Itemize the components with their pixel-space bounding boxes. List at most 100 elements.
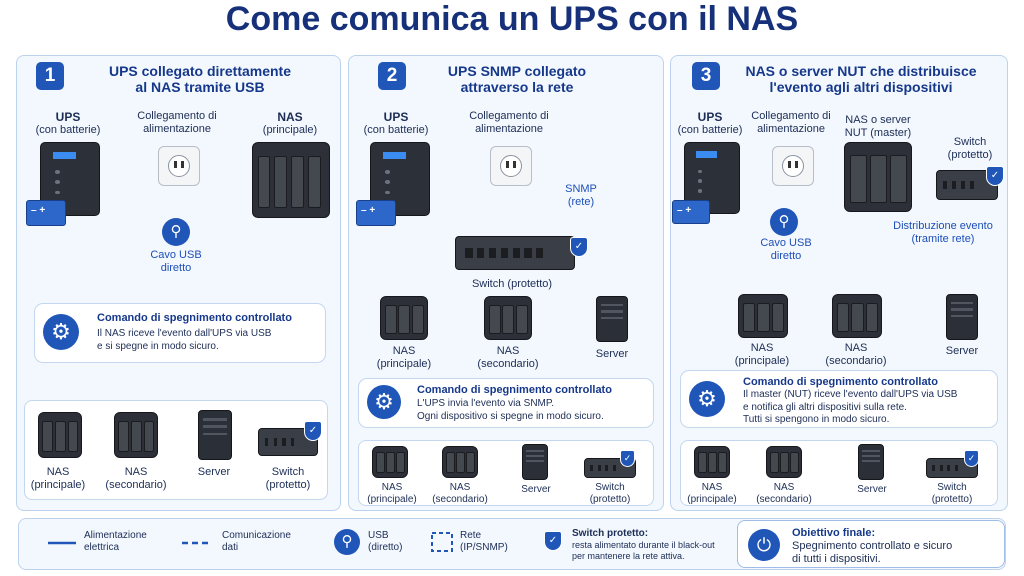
device-label: Switch [595, 482, 625, 493]
legend-net-sub: (IP/SNMP) [460, 542, 508, 553]
nas-primary-icon [38, 412, 82, 458]
cmd-text-3: Tutti si spengono in modo sicuro. [743, 414, 890, 425]
shield-icon: ✓ [620, 450, 635, 467]
device-label: NAS [496, 345, 520, 357]
gear-icon: ⚙ [367, 385, 401, 419]
usb-label: Cavo USB [760, 237, 812, 249]
cmd-title: Comando di spegnimento controllato [97, 312, 292, 324]
legend-data-sub: dati [222, 542, 239, 553]
device-label: NAS [773, 482, 795, 493]
usb-label-2: diretto [160, 262, 192, 275]
legend-usb-icon: ⚲ [334, 529, 360, 555]
power-label: Collegamento di [751, 110, 831, 122]
panel-1-title: UPS collegato direttamente [108, 63, 292, 79]
device-sub: (principale) [376, 358, 432, 371]
usb-label: Cavo USB [150, 249, 202, 261]
nas-label: NAS [277, 110, 303, 124]
gear-icon: ⚙ [689, 381, 725, 417]
legend-usb-label: USB [368, 530, 389, 541]
device-sub: (secondario) [432, 494, 488, 505]
cmd-text-2: e si spegne in modo sicuro. [97, 340, 219, 352]
outlet-icon [490, 146, 532, 186]
battery-icon [356, 200, 396, 226]
nas-primary-icon [380, 296, 428, 340]
device-label: NAS [449, 482, 471, 493]
panel-nut [670, 55, 1008, 511]
device-label: NAS [844, 342, 868, 354]
legend-data-label: Comunicazione [222, 530, 291, 541]
panel-2-number: 2 [378, 62, 406, 90]
ups-label: UPS [383, 110, 409, 124]
master-label: NAS o server [845, 114, 911, 126]
power-label-2: alimentazione [475, 123, 543, 136]
power-label: Collegamento di [469, 110, 549, 122]
cmd-text-2: e notifica gli altri dispositivi sulla r… [743, 401, 907, 413]
legend-switch-title: Switch protetto: [572, 528, 649, 539]
usb-label-2: diretto [770, 250, 802, 263]
legend-switch-text-2: per mantenere la rete attiva. [572, 550, 685, 561]
ups-label: UPS [697, 110, 723, 124]
legend-power-sub: elettrica [84, 542, 120, 553]
device-label: NAS [701, 482, 723, 493]
goal-box: ⏻ Obiettivo finale:Spegnimento controlla… [737, 520, 1005, 568]
cmd-text-2: Ogni dispositivo si spegne in modo sicur… [417, 410, 604, 422]
panel-3-number: 3 [692, 62, 720, 90]
master-sub: NUT (master) [844, 127, 912, 140]
nas-secondary-icon [832, 294, 882, 338]
panel-3-title: NAS o server NUT che distribuisce [745, 63, 977, 79]
ups-sub: (con batterie) [677, 124, 743, 137]
snmp-label: SNMP [565, 183, 597, 195]
cmd-text: Il master (NUT) riceve l'evento dall'UPS… [743, 389, 958, 400]
outlet-icon [772, 146, 814, 186]
device-label: NAS [750, 342, 774, 354]
nas-secondary-icon [442, 446, 478, 478]
device-label: NAS [381, 482, 403, 493]
device-label: Switch [271, 466, 305, 478]
shield-icon: ✓ [964, 450, 979, 467]
cmd-title: Comando di spegnimento controllato [743, 376, 938, 388]
device-label: Server [521, 484, 551, 495]
device-label: Server [197, 466, 231, 478]
device-sub: (secondario) [477, 358, 539, 371]
device-label: Server [857, 484, 887, 495]
ups-label: UPS [55, 110, 81, 124]
shutdown-command-box: ⚙ Comando di spegnimento controllato Il … [680, 370, 998, 428]
server-icon [596, 296, 628, 342]
device-sub: (protetto) [589, 494, 631, 505]
nas-primary-icon [738, 294, 788, 338]
switch-label: Switch [953, 136, 987, 148]
server-icon [946, 294, 978, 340]
switch-label: Switch (protetto) [471, 278, 553, 290]
device-sub: (protetto) [931, 494, 973, 505]
panel-1-number: 1 [36, 62, 64, 90]
cmd-title: Comando di spegnimento controllato [417, 384, 612, 396]
gear-icon: ⚙ [43, 314, 79, 350]
nas-primary-icon [372, 446, 408, 478]
device-sub: (principale) [367, 494, 417, 505]
server-icon [858, 444, 884, 480]
panel-snmp [348, 55, 664, 511]
ups-sub: (con batterie) [35, 124, 101, 137]
device-sub: (protetto) [265, 479, 311, 492]
server-icon [198, 410, 232, 460]
nas-sub: (principale) [262, 124, 318, 137]
panel-2-title: UPS SNMP collegato [447, 63, 587, 79]
nas-secondary-icon [114, 412, 158, 458]
panel-2-title-2: attraverso la rete [460, 79, 574, 96]
ups-sub: (con batterie) [363, 124, 429, 137]
panel-3-title-2: l'evento agli altri dispositivi [769, 79, 953, 96]
power-label-2: alimentazione [757, 123, 825, 136]
nas-secondary-icon [484, 296, 532, 340]
battery-icon [672, 200, 710, 224]
cmd-text: Il NAS riceve l'evento dall'UPS via USB [97, 328, 272, 339]
device-label: Server [945, 345, 979, 357]
device-label: NAS [46, 466, 70, 478]
legend-switch-text: resta alimentato durante il black-out [572, 540, 715, 550]
goal-text: Spegnimento controllato e sicuro [792, 540, 953, 553]
device-sub: (principale) [687, 494, 737, 505]
goal-title: Obiettivo finale: [792, 527, 876, 539]
device-label: NAS [392, 345, 416, 357]
device-label: Switch [937, 482, 967, 493]
shutdown-command-box: ⚙ Comando di spegnimento controllato L'U… [358, 378, 654, 428]
goal-text-2: di tutti i dispositivi. [792, 553, 881, 566]
